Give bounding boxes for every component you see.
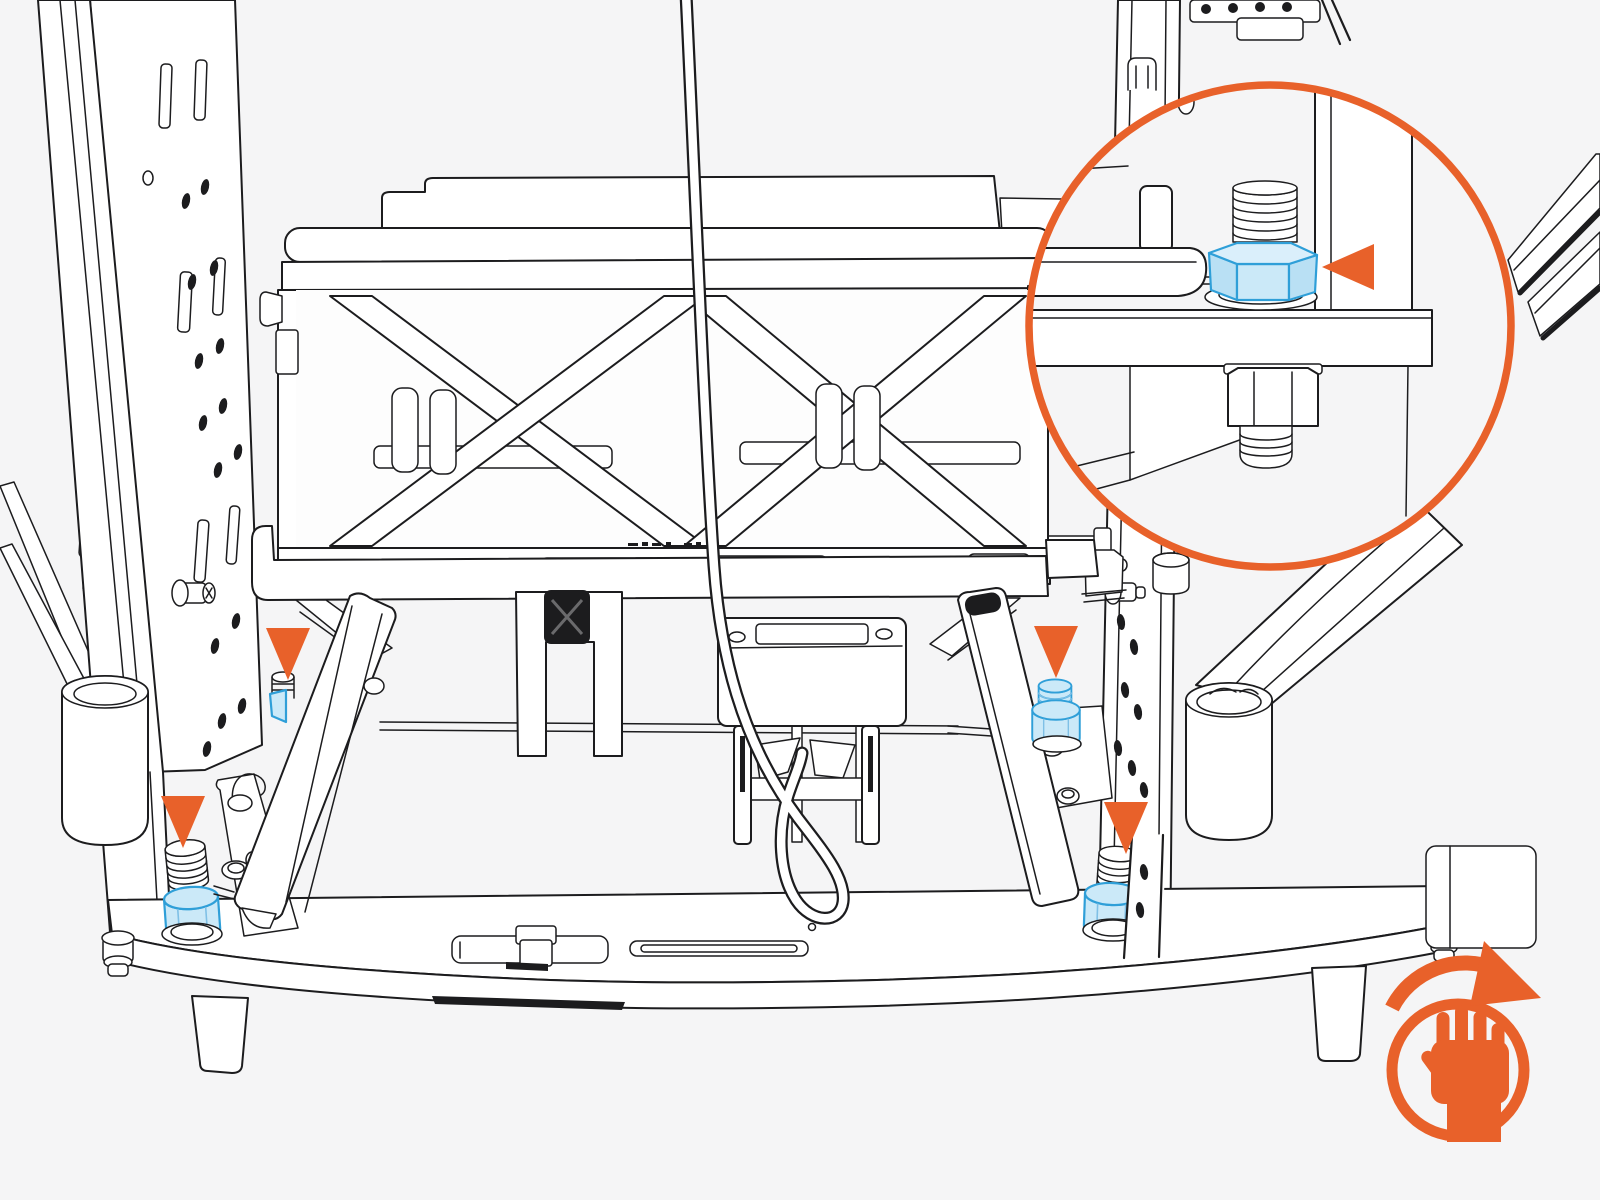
magnified-stud-threads	[1232, 180, 1298, 243]
upper-cable-bundle	[1507, 153, 1600, 341]
belt-tabs	[391, 383, 881, 475]
left-adjuster-foot	[101, 930, 135, 977]
z-fork	[515, 591, 623, 757]
hand-glyph	[1421, 1005, 1509, 1142]
left-spacer-tube	[61, 675, 149, 846]
zoom-circle-callout	[1025, 81, 1515, 571]
left-frame-panel	[37, 0, 263, 959]
left-spring-screw-icon	[171, 579, 216, 607]
right-foot	[1311, 965, 1367, 1062]
carrier-top-beam	[284, 227, 1053, 263]
column-front-overlay	[1122, 833, 1166, 960]
magnified-lower-nut	[1223, 363, 1323, 469]
nut-mid-right	[1031, 678, 1082, 753]
left-foot	[191, 995, 249, 1074]
left-slider-plate	[233, 592, 397, 929]
hand-rotate-clockwise-icon	[1385, 941, 1541, 1142]
print-head-cable	[679, 0, 850, 925]
engraved-marks	[628, 542, 701, 546]
panel-holes	[60, 143, 247, 757]
cable-sleeve	[1185, 489, 1463, 841]
z-motor-mount	[1127, 0, 1352, 91]
nut-callout	[1207, 241, 1319, 302]
nut-rear-left	[161, 837, 235, 946]
right-slider-plate	[957, 587, 1080, 907]
panel-slots	[158, 59, 241, 583]
wall-hook	[259, 291, 283, 327]
base-clip	[506, 925, 557, 971]
callout-content	[1029, 85, 1433, 517]
base-corner-block	[1425, 845, 1537, 949]
callout-ring	[1025, 81, 1515, 571]
front-apron	[251, 525, 1049, 601]
